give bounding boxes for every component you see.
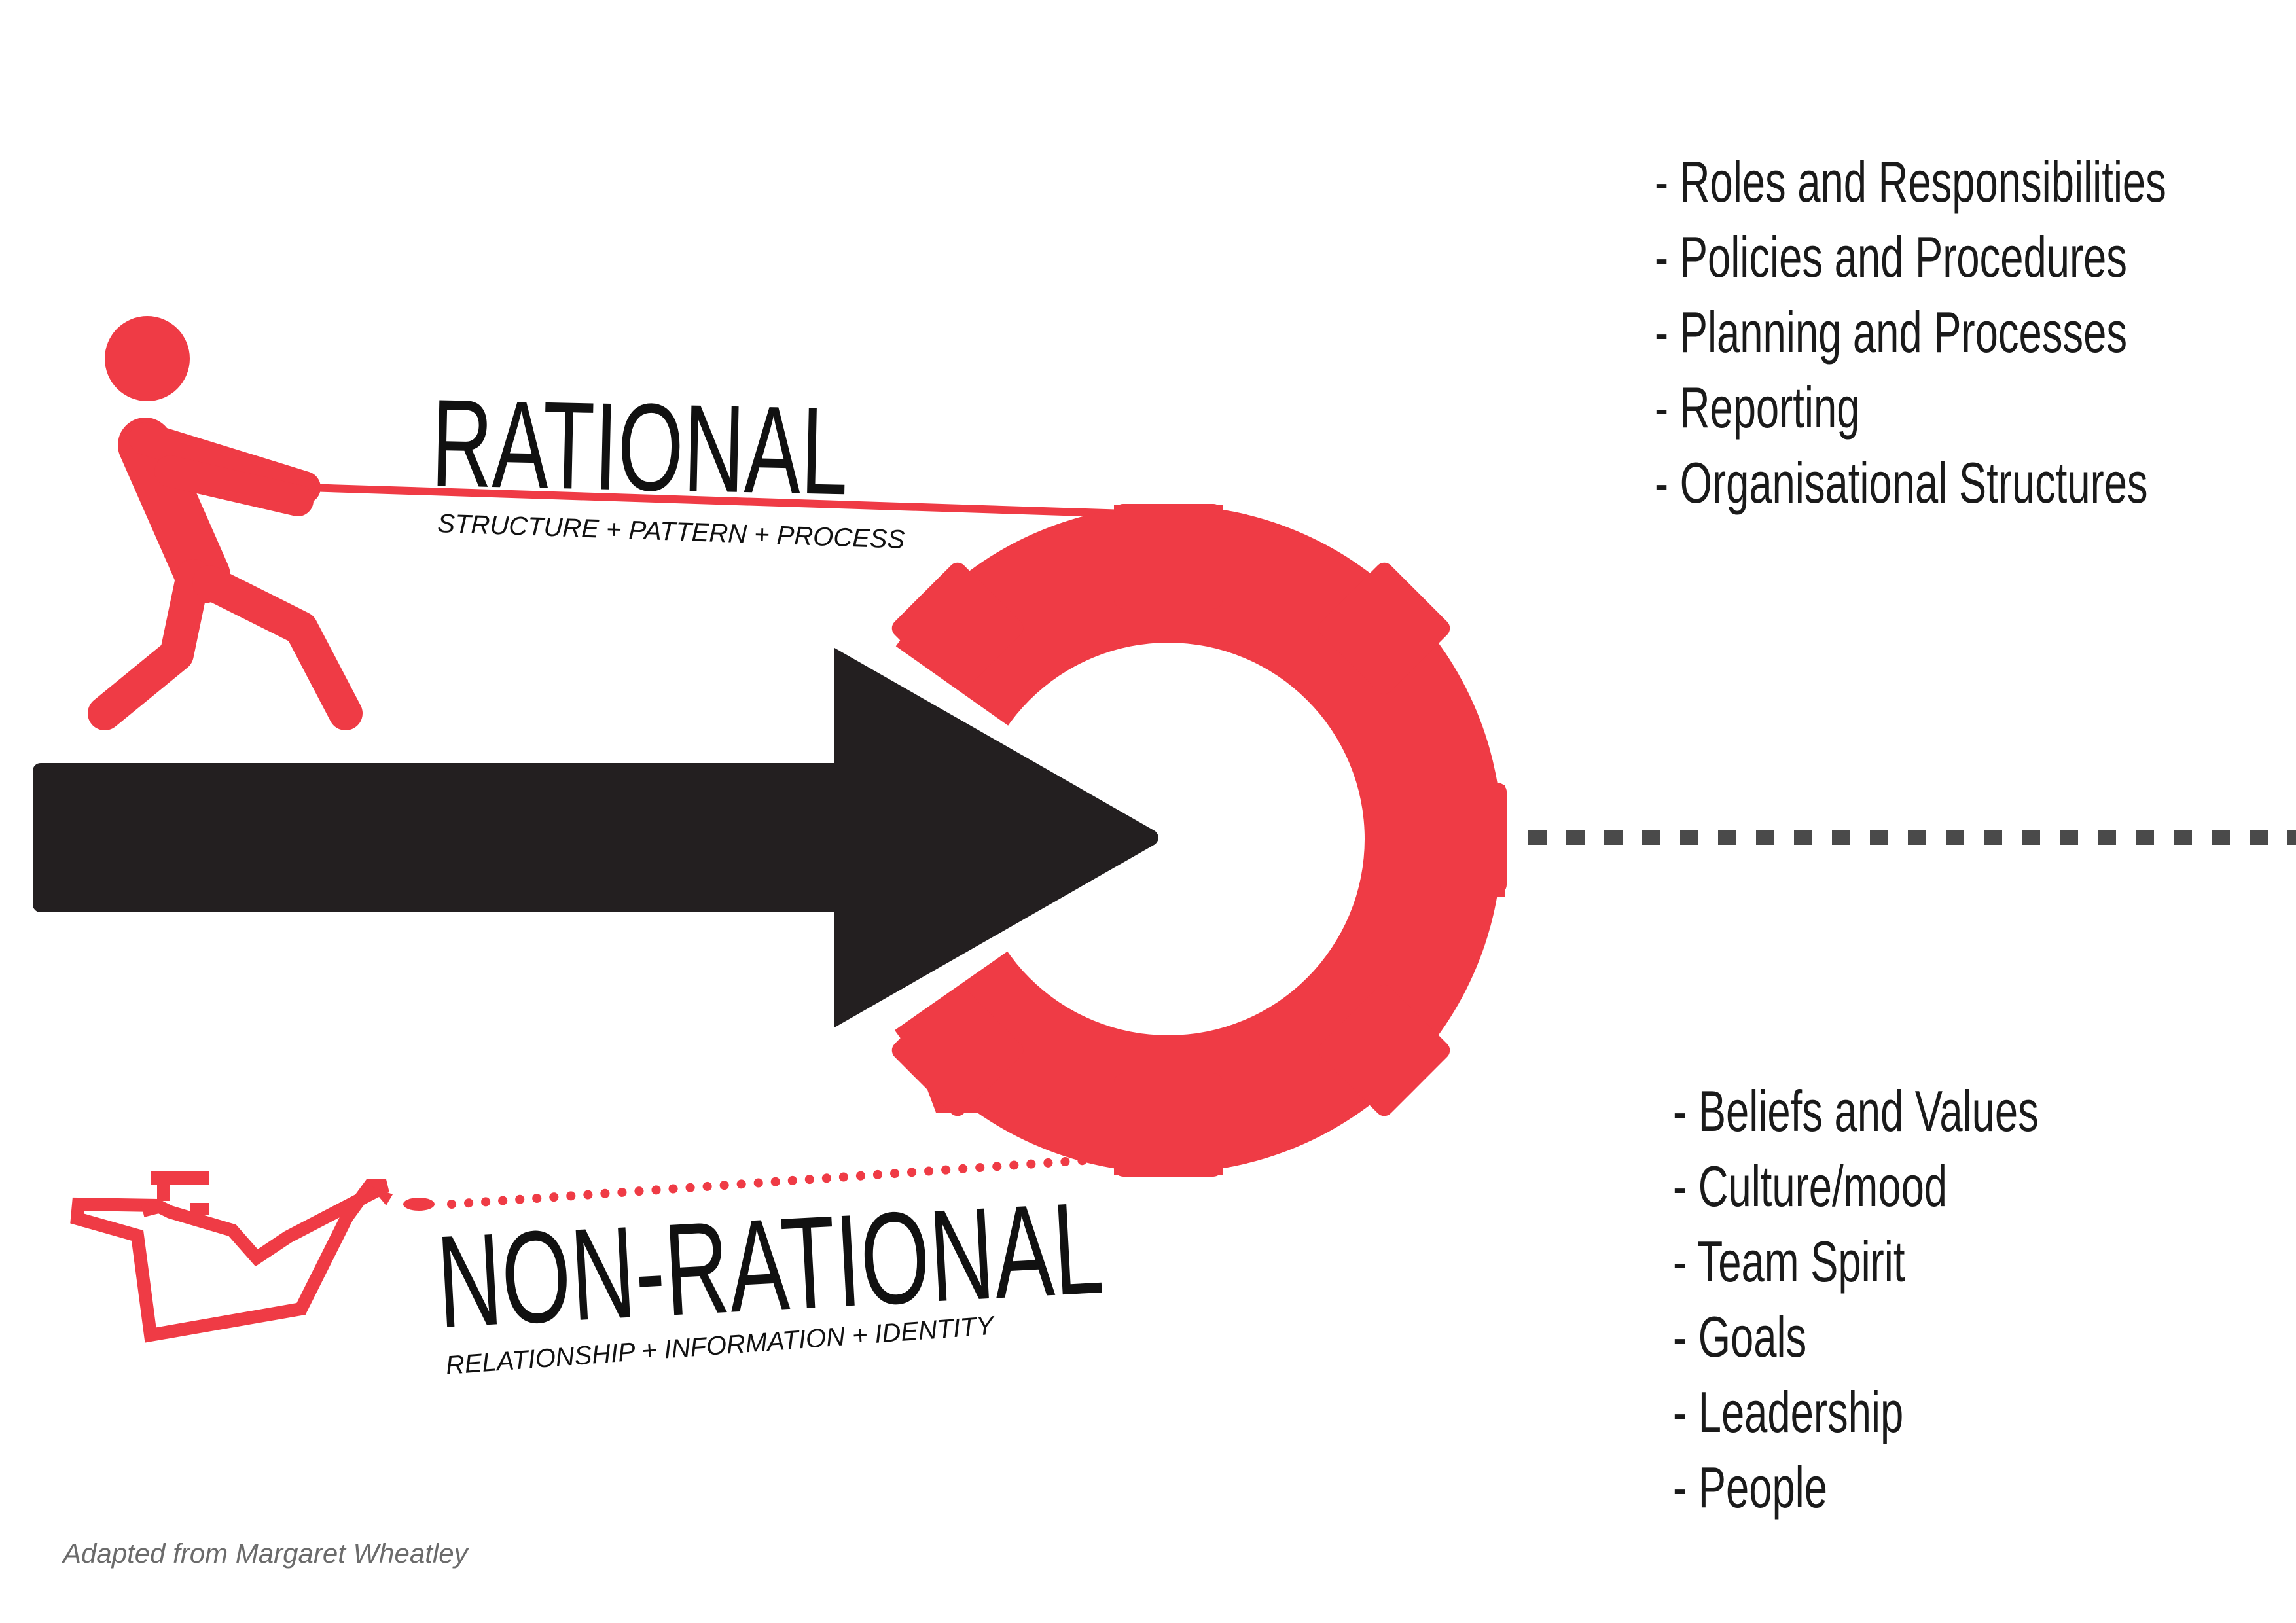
rope-line <box>304 484 1130 518</box>
list-item: - Organisational Structures <box>1655 450 2148 515</box>
list-item: - Policies and Procedures <box>1655 224 2127 289</box>
list-item: - Goals <box>1673 1304 1807 1369</box>
rational-items-list: - Roles and Responsibilities - Policies … <box>1655 144 2296 520</box>
list-item: - Reporting <box>1655 375 1860 440</box>
arrow-right-icon <box>33 648 1158 1027</box>
non-rational-items-list: - Beliefs and Values - Culture/mood - Te… <box>1673 1073 2181 1525</box>
list-item: - Culture/mood <box>1673 1154 1948 1219</box>
rational-title: RATIONAL <box>430 374 850 521</box>
list-item: - Roles and Responsibilities <box>1655 149 2166 214</box>
non-rational-title: NON-RATIONAL <box>434 1175 1107 1355</box>
oil-can-icon <box>70 1171 435 1343</box>
list-item: - Planning and Processes <box>1655 300 2128 365</box>
list-item: - Leadership <box>1673 1380 1904 1444</box>
list-item: - People <box>1673 1455 1827 1520</box>
list-item: - Team Spirit <box>1673 1229 1905 1294</box>
person-pulling-rope-icon <box>88 316 363 730</box>
list-item: - Beliefs and Values <box>1673 1079 2039 1143</box>
credit-text: Adapted from Margaret Wheatley <box>63 1538 468 1569</box>
